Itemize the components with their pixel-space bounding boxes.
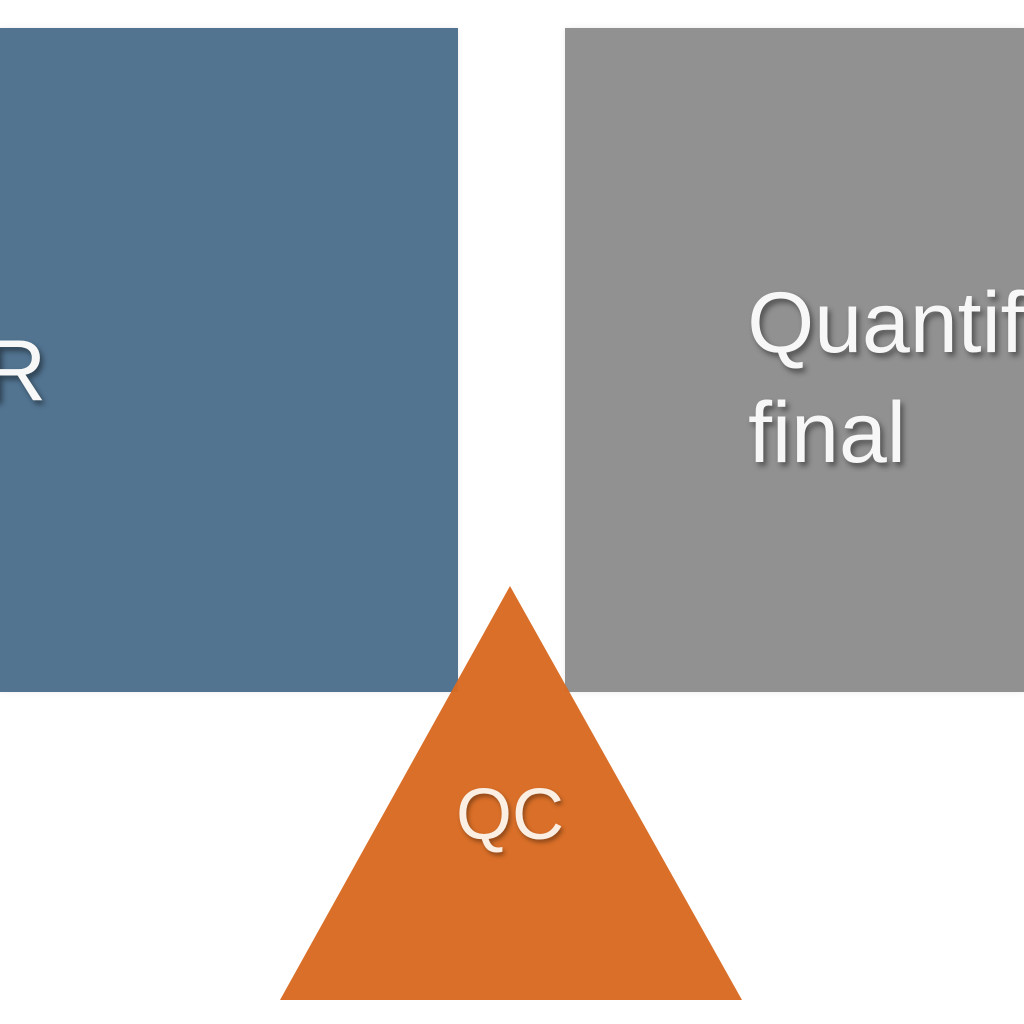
left-process-box: CR	[0, 28, 458, 692]
right-box-label-line-1: Quantific	[747, 275, 1024, 371]
right-box-label-line-2: final	[748, 385, 906, 481]
qc-label: QC	[456, 775, 564, 855]
left-box-label: CR	[0, 323, 47, 419]
right-box-label: Quantific final	[657, 268, 1024, 488]
right-process-box: Quantific final	[565, 28, 1024, 692]
qc-triangle	[280, 586, 742, 1000]
